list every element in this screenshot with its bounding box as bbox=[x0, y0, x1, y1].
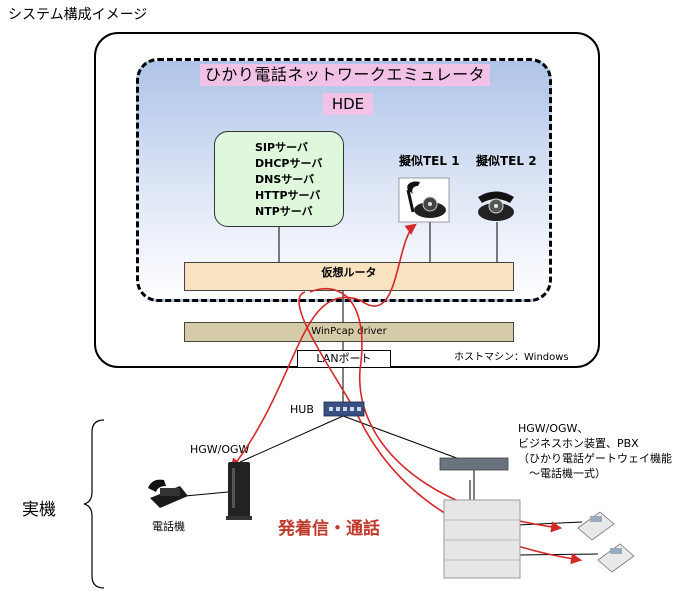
server-item: HTTPサーバ bbox=[255, 189, 321, 202]
router-icon bbox=[226, 462, 252, 520]
hub-icon bbox=[323, 401, 365, 417]
real-device-brace bbox=[83, 419, 105, 589]
server-item: NTPサーバ bbox=[255, 205, 313, 218]
hgw-right-line: ビジネスホン装置、PBX bbox=[518, 437, 639, 450]
page-title: システム構成イメージ bbox=[8, 7, 148, 23]
pbx-icon bbox=[439, 457, 521, 579]
hgw-right-line: HGW/OGW、 bbox=[518, 422, 589, 435]
call-label: 発着信・通話 bbox=[278, 519, 380, 539]
telephone-label: 電話機 bbox=[152, 520, 185, 533]
server-item: DNSサーバ bbox=[255, 173, 315, 186]
hgw-right-label: HGW/OGW、 ビジネスホン装置、PBX （ひかり電話ゲートウェイ機能 ～電話… bbox=[518, 421, 672, 481]
emulator-title: ひかり電話ネットワークエミュレータ bbox=[200, 64, 490, 86]
pseudo-tel1-label: 擬似TEL 1 bbox=[399, 154, 460, 168]
server-list-box: SIPサーバ DHCPサーバ DNSサーバ HTTPサーバ NTPサーバ bbox=[214, 131, 344, 227]
rotary-phone-icon bbox=[398, 177, 450, 223]
desk-phone-icon bbox=[148, 479, 188, 508]
call-arrows bbox=[230, 223, 583, 565]
hgw-right-line: （ひかり電話ゲートウェイ機能 bbox=[518, 452, 672, 465]
real-device-label: 実機 bbox=[22, 500, 56, 520]
server-item: SIPサーバ bbox=[255, 141, 308, 154]
pseudo-tel2-label: 擬似TEL 2 bbox=[476, 154, 537, 168]
hgw-right-line: ～電話機一式） bbox=[518, 467, 606, 480]
host-machine-label: ホストマシン：Windows bbox=[454, 352, 569, 363]
emulator-subtitle: HDE bbox=[323, 93, 373, 115]
server-item: DHCPサーバ bbox=[255, 157, 323, 170]
ip-phone-icon bbox=[597, 543, 635, 573]
rotary-phone-icon bbox=[478, 191, 514, 221]
ip-phone-icon bbox=[577, 511, 615, 541]
